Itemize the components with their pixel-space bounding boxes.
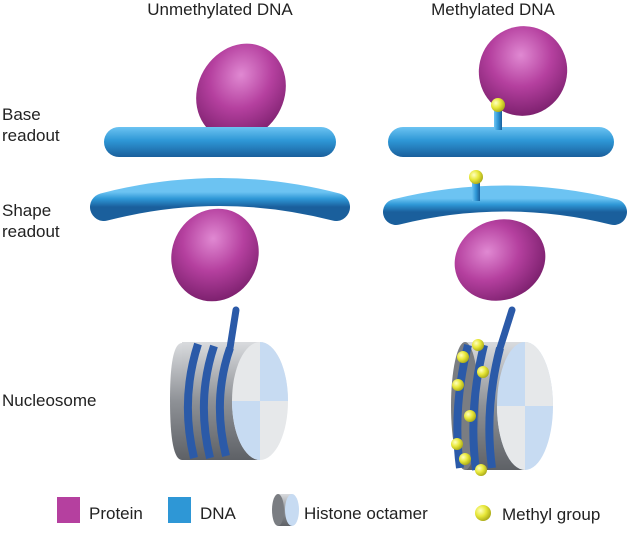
dna-bent-rod [383,185,627,225]
histone-face-quadrant [525,342,553,406]
histone-face-quadrant [260,342,288,401]
legend-histone-icon [272,494,299,526]
header-unmethylated-dna: Unmethylated DNA [147,0,293,19]
dna-strand [226,306,240,352]
dna-bent-rod [90,178,350,221]
shape-readout-methylated [383,170,627,301]
shape-readout-unmethylated [90,178,350,302]
histone-face-quadrant [497,406,525,470]
label-shape-readout-line1: Shape [2,201,52,220]
protein-blob [196,43,286,141]
legend-dna-swatch [168,497,191,523]
dna-wrap [215,346,234,457]
legend-histone-label: Histone octamer [304,504,428,523]
methyl-group [459,453,471,465]
nucleosome-unmethylated [170,306,288,460]
methyl-group [452,379,464,391]
legend-protein-label: Protein [89,504,143,523]
legend-dna-label: DNA [200,504,237,523]
base-readout-unmethylated [104,43,336,157]
dna-wrap [485,347,504,469]
legend-methyl-swatch [475,505,491,521]
methyl-group [457,351,469,363]
dna-wrap [199,344,218,459]
protein-blob [478,26,568,116]
label-shape-readout: Shape readout [2,200,60,242]
label-nucleosome: Nucleosome [2,391,97,410]
methyl-group [477,366,489,378]
histone-face-quadrant [232,401,260,460]
methyl-stick [494,108,502,130]
label-base-readout-line1: Base [2,105,41,124]
methyl-group [464,410,476,422]
methyl-stick [472,181,480,201]
methyl-group [475,464,487,476]
dna-wrap [469,344,488,471]
methyl-group [491,98,505,112]
dna-strand [496,306,516,352]
protein-blob [171,208,259,302]
label-base-readout: Base readout [2,104,60,146]
label-shape-readout-line2: readout [2,222,60,241]
header-methylated-dna: Methylated DNA [431,0,555,19]
methyl-group [469,170,483,184]
legend-methyl-label: Methyl group [502,505,600,524]
nucleosome-methylated [451,306,553,476]
dna-rod [104,127,336,157]
dna-wrap [183,342,202,459]
base-readout-methylated [388,26,614,157]
legend-protein-swatch [57,497,80,523]
legend: Protein DNA Histone octamer Methyl group [57,494,600,526]
methyl-group [472,339,484,351]
label-base-readout-line2: readout [2,126,60,145]
protein-blob [454,219,546,301]
methyl-group [451,438,463,450]
dna-rod [388,127,614,157]
